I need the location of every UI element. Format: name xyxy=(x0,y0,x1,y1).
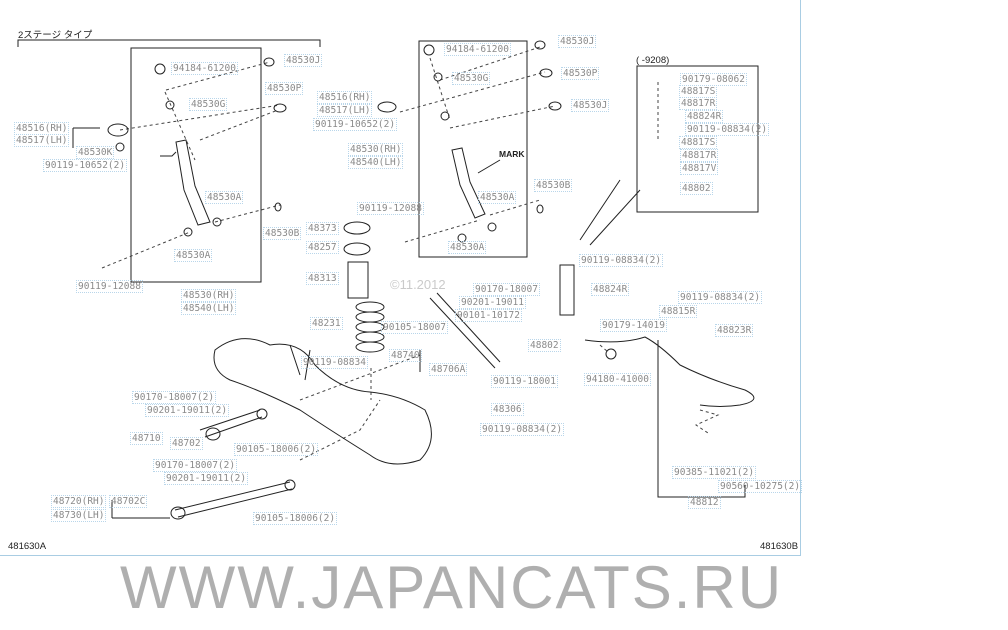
part-label[interactable]: 90119-12088 xyxy=(76,280,143,293)
label-brackets xyxy=(72,127,421,519)
part-label[interactable]: 90201-19011 xyxy=(459,296,526,309)
part-label[interactable]: 48530J xyxy=(283,54,323,67)
part-label[interactable]: 94180-41000 xyxy=(584,373,651,386)
part-label[interactable]: 48530K xyxy=(75,146,115,159)
copyright-watermark: ©11.2012 xyxy=(390,277,446,292)
part-label[interactable]: 48516(RH) xyxy=(316,91,373,104)
part-label[interactable]: 90119-08834(2) xyxy=(479,423,565,436)
part-label[interactable]: 48257 xyxy=(306,241,339,254)
part-label[interactable]: 48530A xyxy=(477,191,517,204)
watermark: WWW.JAPANCATS.RU xyxy=(120,554,784,621)
part-label[interactable]: 90119-10652(2) xyxy=(42,159,128,172)
mark-label: MARK xyxy=(499,149,525,159)
part-label[interactable]: 90170-18007(2) xyxy=(152,459,238,472)
lateral-rod xyxy=(429,292,501,369)
small-parts xyxy=(107,40,562,299)
part-label[interactable]: 48530J xyxy=(570,99,610,112)
part-label[interactable]: 48817S xyxy=(678,136,718,149)
shock-absorber-middle xyxy=(451,147,486,219)
part-label[interactable]: 48530B xyxy=(533,179,573,192)
part-label[interactable]: 90119-08834 xyxy=(301,356,368,369)
part-label[interactable]: 48530P xyxy=(264,82,304,95)
part-label[interactable]: 48824R xyxy=(684,110,724,123)
part-label[interactable]: 90101-10172 xyxy=(455,309,522,322)
diagram-title: 2ステージ タイプ xyxy=(18,30,93,41)
part-label[interactable]: 90201-19011(2) xyxy=(163,472,249,485)
part-label[interactable]: 48517(LH) xyxy=(316,104,373,117)
part-label[interactable]: 48710 xyxy=(130,432,163,445)
mark-arrows xyxy=(477,159,641,246)
part-label[interactable]: 48530(RH) xyxy=(347,143,404,156)
diagram-code-left: 481630A xyxy=(8,541,47,552)
part-label[interactable]: 90179-08062 xyxy=(680,73,747,86)
group-bracket xyxy=(17,39,321,47)
axle-housing xyxy=(213,338,432,465)
part-label[interactable]: 48530B xyxy=(262,227,302,240)
part-label[interactable]: 48516(RH) xyxy=(13,122,70,135)
part-label[interactable]: 48530J xyxy=(557,35,597,48)
part-label[interactable]: 90170-18007 xyxy=(473,283,540,296)
part-label[interactable]: 90179-14019 xyxy=(600,319,667,332)
part-label[interactable]: 48530A xyxy=(204,191,244,204)
part-label[interactable]: 48730(LH) xyxy=(50,509,107,522)
part-label[interactable]: 48706A xyxy=(428,363,468,376)
part-label[interactable]: 48530A xyxy=(447,241,487,254)
part-label[interactable]: 48313 xyxy=(306,272,339,285)
part-label[interactable]: 48530G xyxy=(188,98,228,111)
part-label[interactable]: 94184-61200 xyxy=(444,43,511,56)
lower-link xyxy=(174,481,293,518)
part-label[interactable]: 90105-18007 xyxy=(381,321,448,334)
part-label[interactable]: 48720(RH) xyxy=(50,495,107,508)
part-label[interactable]: 48823R xyxy=(714,324,754,337)
part-label[interactable]: 48812 xyxy=(688,496,721,509)
part-label[interactable]: 48702C xyxy=(108,495,148,508)
diagram-code-right: 481630B xyxy=(760,541,799,552)
part-label[interactable]: 90201-19011(2) xyxy=(144,404,230,417)
part-label[interactable]: 90119-10652(2) xyxy=(312,118,398,131)
part-label[interactable]: 48306 xyxy=(491,403,524,416)
part-label[interactable]: 48530A xyxy=(173,249,213,262)
upper-link xyxy=(199,409,263,438)
part-label[interactable]: 48231 xyxy=(310,317,343,330)
part-label[interactable]: 48817R xyxy=(679,149,719,162)
part-label[interactable]: 48817V xyxy=(679,162,719,175)
coil-spring xyxy=(355,301,385,353)
bracket xyxy=(559,264,575,316)
part-label[interactable]: 48817S xyxy=(678,85,718,98)
part-label[interactable]: 48530P xyxy=(560,67,600,80)
part-label[interactable]: 48530(RH) xyxy=(180,289,237,302)
n-circle-icons xyxy=(154,44,617,360)
stabilizer-bar xyxy=(584,336,755,407)
part-label[interactable]: 48373 xyxy=(306,222,339,235)
part-label[interactable]: 48815R xyxy=(658,305,698,318)
left-shock-box xyxy=(130,47,262,283)
part-label[interactable]: 90170-18007(2) xyxy=(131,391,217,404)
part-label[interactable]: 48540(LH) xyxy=(347,156,404,169)
part-label[interactable]: 90105-18006(2) xyxy=(233,443,319,456)
right-parts-box xyxy=(636,65,759,213)
part-label[interactable]: 90119-08834(2) xyxy=(578,254,664,267)
part-label[interactable]: 48740 xyxy=(389,349,422,362)
part-label[interactable]: 48530G xyxy=(451,72,491,85)
part-label[interactable]: 90119-18001 xyxy=(491,375,558,388)
middle-shock-box xyxy=(418,40,528,258)
part-label[interactable]: 90119-08834(2) xyxy=(677,291,763,304)
part-label[interactable]: 90119-08834(2) xyxy=(684,123,770,136)
part-label[interactable]: 48540(LH) xyxy=(180,302,237,315)
part-label[interactable]: 48817R xyxy=(678,97,718,110)
bracket-48812 xyxy=(657,340,746,498)
part-label[interactable]: 90119-12088 xyxy=(357,202,424,215)
part-label[interactable]: 48802 xyxy=(680,182,713,195)
part-label[interactable]: 48824R xyxy=(590,283,630,296)
part-label[interactable]: 48802 xyxy=(528,339,561,352)
part-label[interactable]: 90385-11021(2) xyxy=(671,466,757,479)
part-label[interactable]: 90105-18006(2) xyxy=(252,512,338,525)
part-label[interactable]: 90560-10275(2) xyxy=(717,480,803,493)
date-range: ( -9208) xyxy=(636,55,670,66)
diagram-frame xyxy=(0,0,801,556)
part-label[interactable]: 48517(LH) xyxy=(13,134,70,147)
part-label[interactable]: 48702 xyxy=(170,437,203,450)
shock-absorber-left xyxy=(160,139,211,226)
part-label[interactable]: 94184-61200 xyxy=(171,62,238,75)
